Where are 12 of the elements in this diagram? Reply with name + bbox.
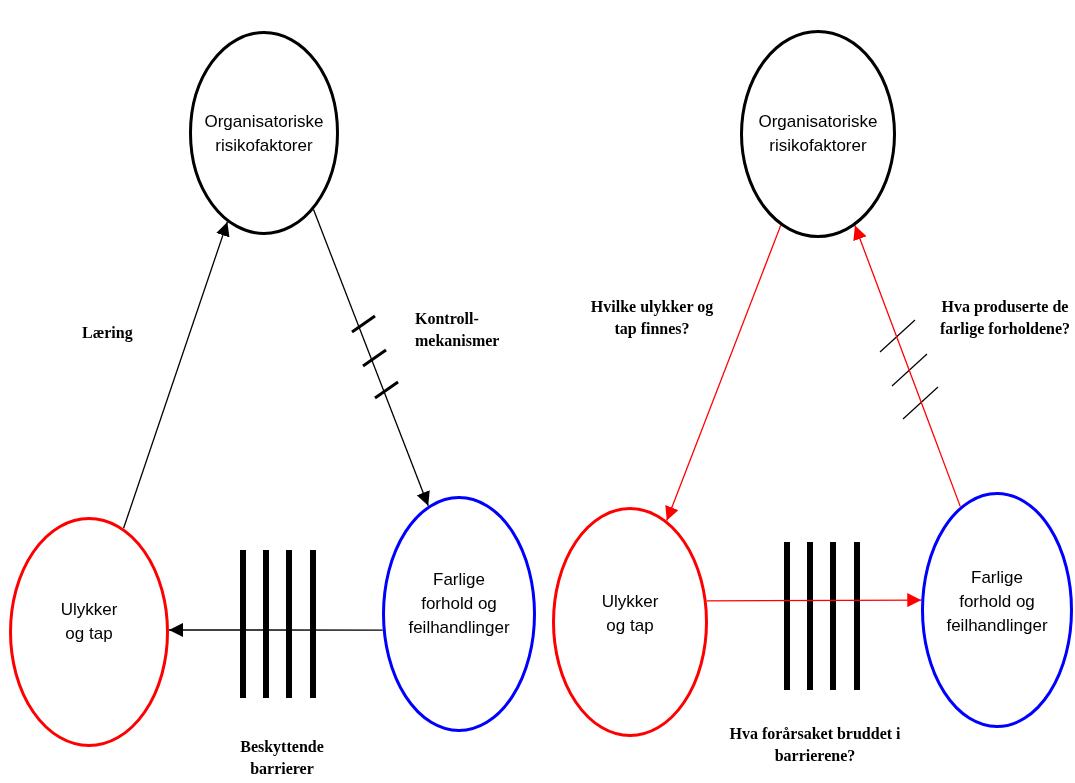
arrow [706, 593, 922, 608]
node-label: Organisatoriske risikofaktorer [757, 111, 879, 157]
node-label: Organisatoriske risikofaktorer [203, 111, 325, 157]
arrow [853, 224, 961, 508]
arrow [665, 224, 782, 522]
node-label: Ulykker og tap [600, 591, 660, 637]
arrow [168, 623, 384, 637]
arrow [312, 208, 430, 507]
node-label: Ulykker og tap [59, 599, 119, 645]
node-label: Farlige forhold og feilhandlinger [945, 567, 1049, 637]
node-label: Farlige forhold og feilhandlinger [407, 569, 511, 639]
arrow [122, 221, 230, 529]
